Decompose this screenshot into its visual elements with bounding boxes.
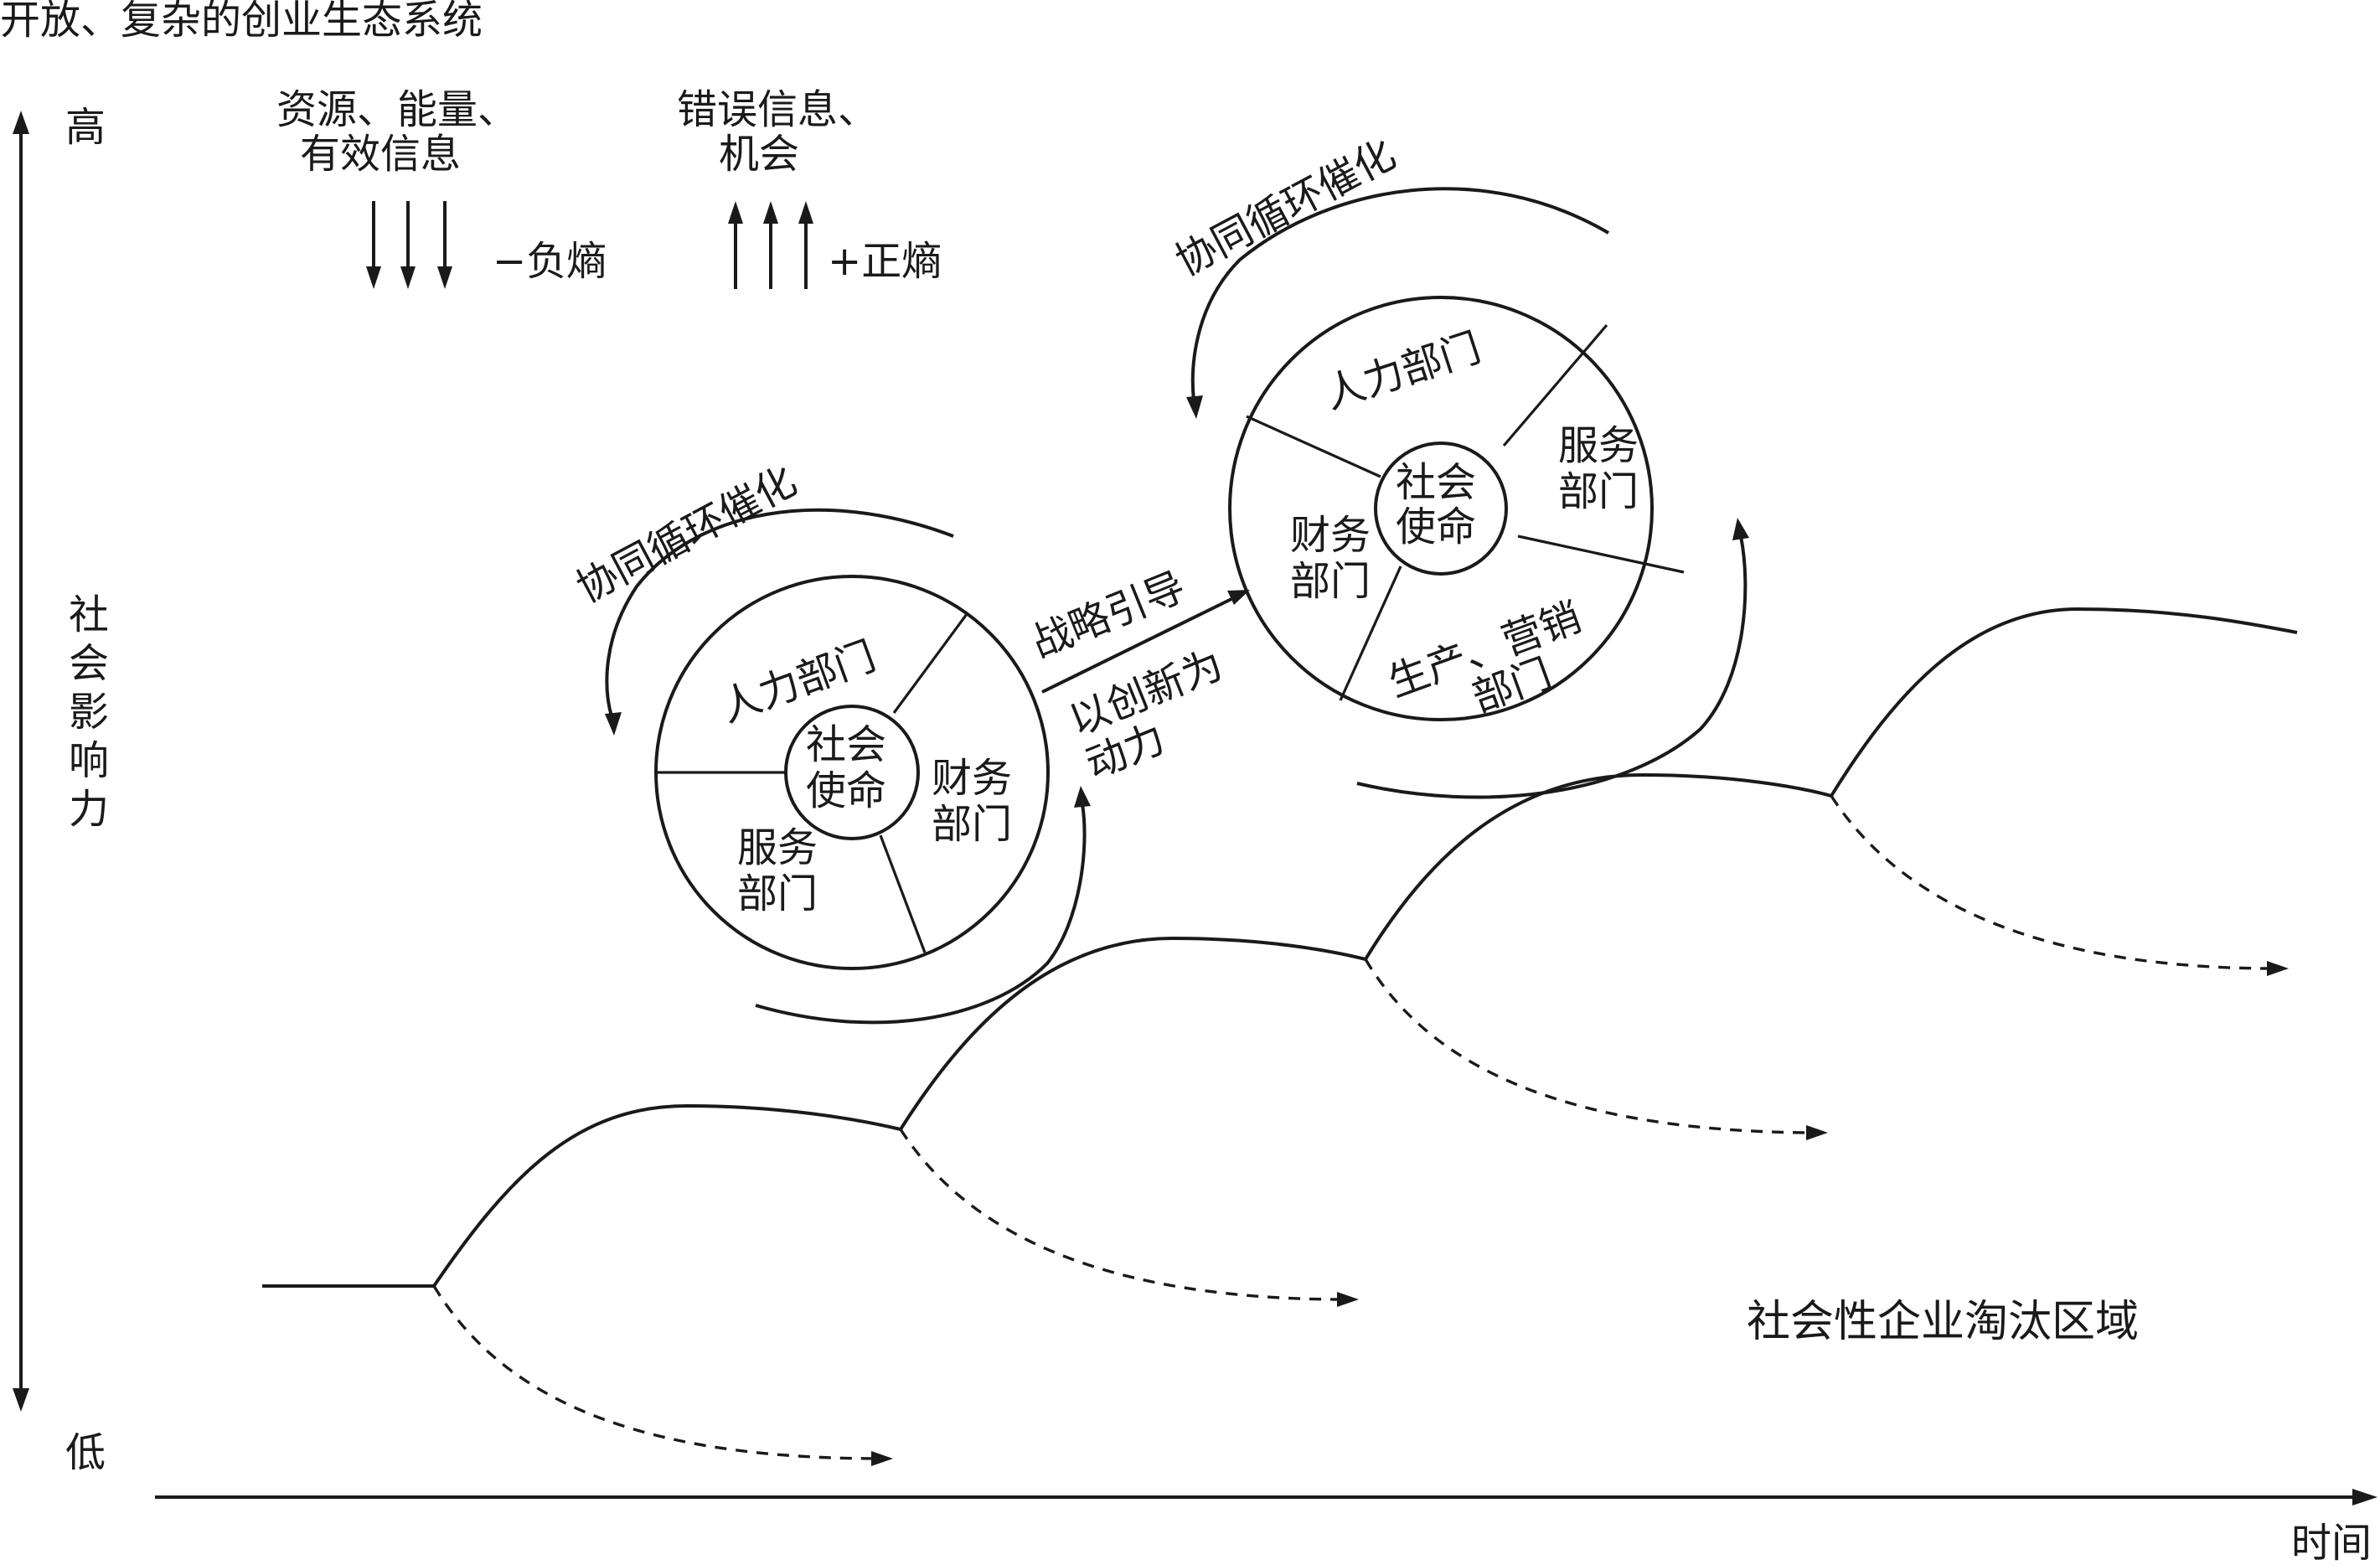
positive-entropy-source-line2: 机会 [719,131,799,178]
negative-entropy-source-line2: 有效信息 [300,131,461,178]
wheel-large-divider-service-production [1517,535,1685,574]
growth-curve-2 [899,936,1366,1131]
wheel-large [1228,296,1685,721]
wheel-small-cycle-arrows [605,508,1091,1025]
wheel-large-segment-service-line1: 服务 [1558,422,1639,469]
decline-curves [432,795,2289,1466]
negative-entropy-arrows [366,201,452,289]
transition-strategy-label: 战略引导 [1025,563,1192,667]
positive-entropy-label: +正熵 [828,238,942,285]
decline-curve-2 [899,1129,1341,1301]
wheel-large-divider-hr-service [1502,323,1608,447]
positive-entropy-arrows [728,201,813,289]
growth-curve-1 [432,1103,901,1288]
wheel-large-divider-finance-production [1339,566,1402,701]
wheel-small-divider-finance-service [879,834,927,953]
diagram-title: 开放、复杂的创业生态系统 [0,0,483,44]
y-axis-high-label: 高 [65,104,106,151]
positive-entropy-source-line1: 错误信息、 [677,86,878,133]
wheel-large-segment-hr: 人力部门 [1319,324,1486,419]
wheel-large-center-line1: 社会 [1396,459,1476,506]
negative-entropy-source-line1: 资源、能量、 [276,86,518,133]
wheel-large-cycle-label: 协同循环催化 [1168,131,1403,286]
wheel-large-divider-hr-finance [1246,415,1381,478]
wheel-small-segment-finance-line2: 部门 [932,801,1012,848]
wheel-small-segment-service-line1: 服务 [737,824,818,871]
wheel-large-center-line2: 使命 [1396,504,1476,550]
wheel-small-divider-hr-finance [892,613,968,714]
decline-curve-4 [1830,795,2271,970]
wheel-large-cycle-arrows [1186,187,1749,799]
elimination-zone-label: 社会性企业淘汰区域 [1747,1297,2139,1347]
y-axis-low-label: 低 [65,1429,106,1476]
x-axis [155,1489,2377,1506]
transition-arrow [1041,590,1250,694]
wheel-small-cycle-label: 协同循环催化 [569,457,804,612]
wheel-small [654,575,1050,970]
wheel-small-segment-finance-line1: 财务 [932,755,1012,802]
wheel-small-segment-service-line2: 部门 [737,870,818,917]
wheel-small-center-line1: 社会 [806,721,886,768]
y-axis [13,111,29,1412]
decline-curve-3 [1364,958,1810,1134]
wheel-large-segment-finance-line1: 财务 [1290,512,1371,559]
growth-curves [262,607,2298,1288]
wheel-large-segment-service-line2: 部门 [1558,468,1639,515]
negative-entropy-label: −负熵 [493,238,607,285]
wheel-small-center-line2: 使命 [806,767,886,814]
growth-curve-3 [1364,772,1832,961]
growth-curve-4 [1830,607,2298,798]
y-axis-title: 社会影响力 [69,591,109,833]
decline-curve-1 [432,1285,876,1460]
x-axis-title: 时间 [2291,1520,2372,1565]
wheel-large-segment-finance-line2: 部门 [1290,558,1371,605]
wheel-small-segment-hr: 人力部门 [715,633,882,731]
